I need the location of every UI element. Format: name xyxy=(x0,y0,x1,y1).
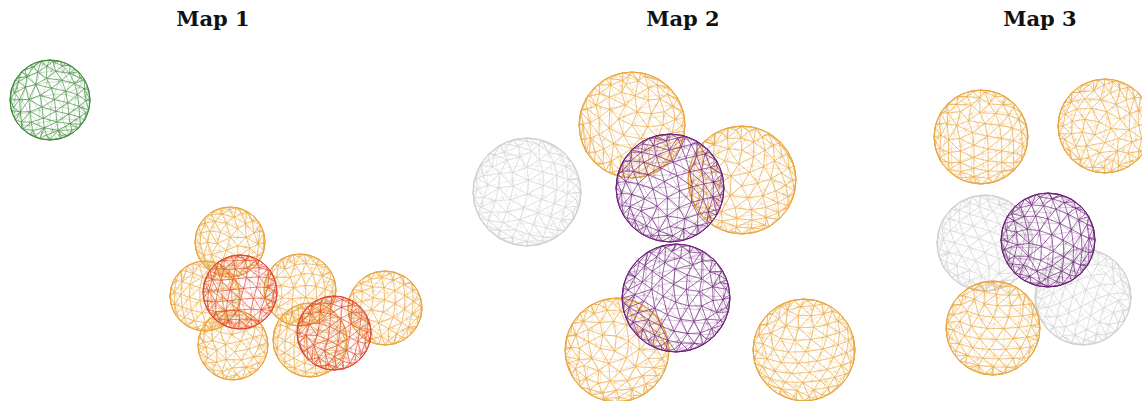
wireframe-sphere xyxy=(753,299,855,401)
mesh-front xyxy=(579,72,685,178)
sphere-outline xyxy=(616,134,724,242)
wireframe-sphere xyxy=(1001,193,1095,287)
mesh-back xyxy=(297,296,371,370)
wireframe-sphere xyxy=(934,90,1028,184)
sphere-outline xyxy=(688,126,796,234)
sphere-outline xyxy=(753,299,855,401)
mesh-back xyxy=(753,299,855,401)
sphere-outline xyxy=(195,207,265,277)
panel-title: Map 2 xyxy=(646,6,719,31)
mesh-front xyxy=(946,281,1040,375)
sphere-outline xyxy=(579,72,685,178)
sphere-outline xyxy=(622,244,730,352)
mesh-back xyxy=(688,126,796,234)
panel-title: Map 3 xyxy=(1003,6,1076,31)
sphere-outline xyxy=(1001,193,1095,287)
mesh-front xyxy=(1035,249,1131,345)
mesh-front xyxy=(195,207,265,277)
wireframe-sphere xyxy=(688,126,796,234)
mesh-back xyxy=(579,72,685,178)
mesh-front xyxy=(753,299,855,401)
wireframe-sphere xyxy=(198,310,268,380)
sphere-outline xyxy=(10,60,90,140)
mesh-back xyxy=(622,244,730,352)
mesh-front xyxy=(297,296,371,370)
sphere-outline xyxy=(1058,79,1142,173)
sphere-outline xyxy=(934,90,1028,184)
sphere-outline xyxy=(565,298,669,401)
mesh-front xyxy=(688,126,796,234)
mesh-back xyxy=(203,255,277,329)
panel-title: Map 1 xyxy=(176,6,249,31)
sphere-outline xyxy=(1035,249,1131,345)
wireframe-sphere xyxy=(1058,79,1142,173)
mesh-back xyxy=(1001,193,1095,287)
wireframe-sphere xyxy=(203,255,277,329)
mesh-back xyxy=(195,207,265,277)
mesh-back xyxy=(10,60,90,140)
wireframe-sphere xyxy=(622,244,730,352)
mesh-front xyxy=(203,255,277,329)
wireframe-sphere xyxy=(297,296,371,370)
sphere-outline xyxy=(297,296,371,370)
mesh-front xyxy=(198,310,268,380)
mesh-back xyxy=(565,298,669,401)
wireframe-sphere xyxy=(565,298,669,401)
wireframe-sphere xyxy=(579,72,685,178)
wireframe-sphere xyxy=(946,281,1040,375)
mesh-back xyxy=(473,138,581,246)
wireframe-sphere xyxy=(1035,249,1131,345)
mesh-front xyxy=(616,134,724,242)
mesh-back xyxy=(1035,249,1131,345)
sphere-outline xyxy=(473,138,581,246)
mesh-front xyxy=(622,244,730,352)
sphere-outline xyxy=(203,255,277,329)
mesh-back xyxy=(198,310,268,380)
mesh-front xyxy=(473,138,581,246)
mesh-front xyxy=(10,60,90,140)
mesh-front xyxy=(1058,79,1142,173)
mesh-front xyxy=(934,90,1028,184)
mesh-front xyxy=(1001,193,1095,287)
mesh-front xyxy=(565,298,669,401)
wireframe-sphere xyxy=(473,138,581,246)
sphere-outline xyxy=(946,281,1040,375)
sphere-outline xyxy=(198,310,268,380)
wireframe-sphere xyxy=(616,134,724,242)
wireframe-sphere xyxy=(195,207,265,277)
mesh-back xyxy=(946,281,1040,375)
wireframe-sphere xyxy=(10,60,90,140)
mesh-back xyxy=(1058,79,1142,173)
mesh-back xyxy=(616,134,724,242)
mesh-back xyxy=(934,90,1028,184)
